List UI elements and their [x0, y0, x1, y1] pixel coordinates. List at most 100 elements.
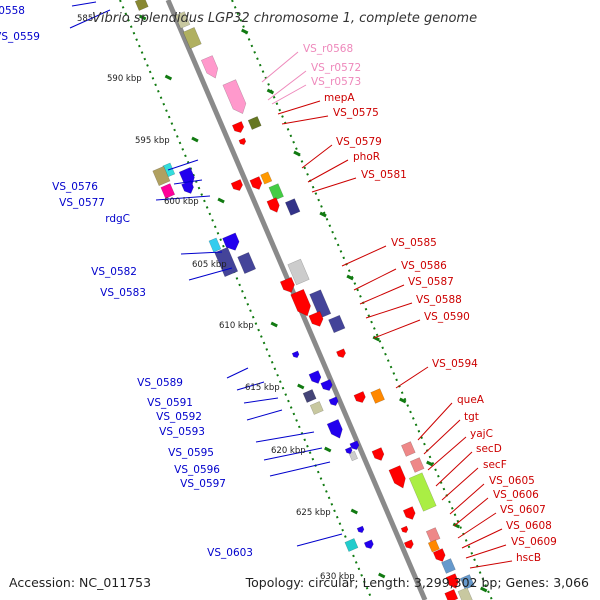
label-leader-line	[469, 560, 513, 569]
gene-feature	[200, 55, 219, 79]
ruler-tick-mark	[399, 397, 407, 404]
gene-label[interactable]: VS_0589	[137, 377, 183, 389]
gene-label[interactable]: VS_0576	[52, 181, 98, 193]
label-leader-line	[236, 381, 265, 391]
gene-label[interactable]: VS_0607	[500, 504, 546, 516]
gene-label[interactable]: VS_0596	[174, 464, 220, 476]
gene-feature	[309, 289, 332, 319]
gene-label[interactable]: rdgC	[105, 213, 130, 225]
gene-feature	[320, 379, 333, 391]
label-leader-line	[395, 366, 429, 389]
gene-feature	[427, 539, 440, 553]
gene-label[interactable]: tgt	[464, 411, 479, 423]
genome-summary-text: Topology: circular; Length: 3,299,302 bp…	[245, 575, 589, 590]
gene-label[interactable]: VS_0590	[424, 311, 470, 323]
ruler-tick-label: 600 kbp	[164, 197, 199, 207]
gene-feature	[344, 446, 353, 455]
label-leader-line	[423, 419, 461, 455]
label-leader-line	[263, 447, 323, 461]
gene-label[interactable]: VS_0583	[100, 287, 146, 299]
gene-feature	[403, 539, 414, 549]
gene-feature	[348, 450, 358, 462]
label-leader-lines	[69, 1, 513, 569]
label-leader-line	[359, 284, 405, 305]
ruler-tick-mark	[346, 274, 354, 281]
gene-feature	[425, 527, 441, 543]
ruler-tick-label: 620 kbp	[271, 446, 306, 456]
gene-label[interactable]: VS_r0572	[311, 62, 361, 74]
ruler-tick-mark	[480, 586, 488, 593]
gene-label[interactable]: VS_0603	[207, 547, 253, 559]
gene-feature	[134, 0, 149, 11]
ruler-tick-label: 630 kbp	[320, 572, 355, 582]
gene-label[interactable]: VS_0597	[180, 478, 226, 490]
gene-label[interactable]: mepA	[324, 92, 355, 104]
gene-label[interactable]: VS_0558	[0, 5, 25, 17]
label-leader-line	[281, 115, 329, 125]
gene-label[interactable]: VS_0581	[361, 169, 407, 181]
label-leader-line	[465, 544, 507, 559]
gene-feature	[268, 183, 284, 201]
label-leader-line	[269, 461, 331, 477]
label-leader-line	[457, 512, 497, 539]
label-leader-line	[188, 267, 233, 281]
gene-label[interactable]: queA	[457, 394, 485, 406]
gene-feature	[344, 538, 359, 552]
gene-label[interactable]: VS_0606	[493, 489, 539, 501]
gene-feature	[308, 310, 324, 327]
gene-feature	[326, 419, 343, 439]
label-leader-line	[341, 245, 387, 267]
gene-feature	[231, 121, 245, 133]
gene-feature	[237, 252, 257, 274]
ruler-tick-label: 590 kbp	[107, 74, 142, 84]
ruler-tick-mark	[297, 383, 305, 390]
gene-label[interactable]: VS_0586	[401, 260, 447, 272]
gene-label[interactable]: VS_0591	[147, 397, 193, 409]
gene-label[interactable]: VS_0585	[391, 237, 437, 249]
ruler-tick-label: 595 kbp	[135, 136, 170, 146]
label-leader-line	[307, 159, 349, 183]
gene-label[interactable]: VS_0588	[416, 294, 462, 306]
gene-label[interactable]: secF	[483, 459, 507, 471]
ruler-tick-label: 585	[77, 14, 93, 24]
gene-feature	[432, 548, 446, 562]
label-leader-line	[311, 177, 357, 193]
gene-feature	[401, 441, 416, 457]
label-leader-line	[353, 268, 397, 291]
gene-feature	[308, 370, 322, 384]
gene-label[interactable]: VS_0605	[489, 475, 535, 487]
gene-label[interactable]: VS_0594	[432, 358, 478, 370]
label-leader-line	[271, 84, 307, 105]
ruler-tick-mark	[266, 88, 275, 95]
gene-label[interactable]: VS_0608	[506, 520, 552, 532]
gene-label[interactable]: VS_0579	[336, 136, 382, 148]
gene-feature	[290, 288, 311, 317]
gene-label[interactable]: VS_0575	[333, 107, 379, 119]
gene-feature	[409, 457, 425, 473]
gene-label[interactable]: VS_0559	[0, 31, 40, 43]
gene-label[interactable]: VS_0587	[408, 276, 454, 288]
ruler-tick-mark	[426, 460, 434, 467]
label-leader-line	[277, 100, 321, 115]
gene-feature	[181, 180, 194, 194]
gene-feature	[222, 79, 247, 114]
gene-label[interactable]: phoR	[353, 151, 380, 163]
gene-feature	[182, 27, 202, 49]
gene-feature	[445, 573, 459, 589]
gene-label[interactable]: secD	[476, 443, 502, 455]
gene-label[interactable]: VS_0582	[91, 266, 137, 278]
gene-label[interactable]: VS_0593	[159, 426, 205, 438]
ruler-tick-mark	[350, 508, 358, 515]
gene-label[interactable]: VS_0609	[511, 536, 557, 548]
gene-label[interactable]: yajC	[470, 428, 493, 440]
label-leader-line	[180, 251, 223, 255]
gene-label[interactable]: VS_0577	[59, 197, 105, 209]
gene-label[interactable]: VS_r0568	[303, 43, 353, 55]
gene-label[interactable]: hscB	[516, 552, 541, 564]
gene-label[interactable]: VS_r0573	[311, 76, 361, 88]
gene-feature	[160, 183, 176, 199]
label-leader-line	[301, 144, 333, 169]
gene-label[interactable]: VS_0592	[156, 411, 202, 423]
gene-feature	[328, 396, 339, 406]
gene-label[interactable]: VS_0595	[168, 447, 214, 459]
